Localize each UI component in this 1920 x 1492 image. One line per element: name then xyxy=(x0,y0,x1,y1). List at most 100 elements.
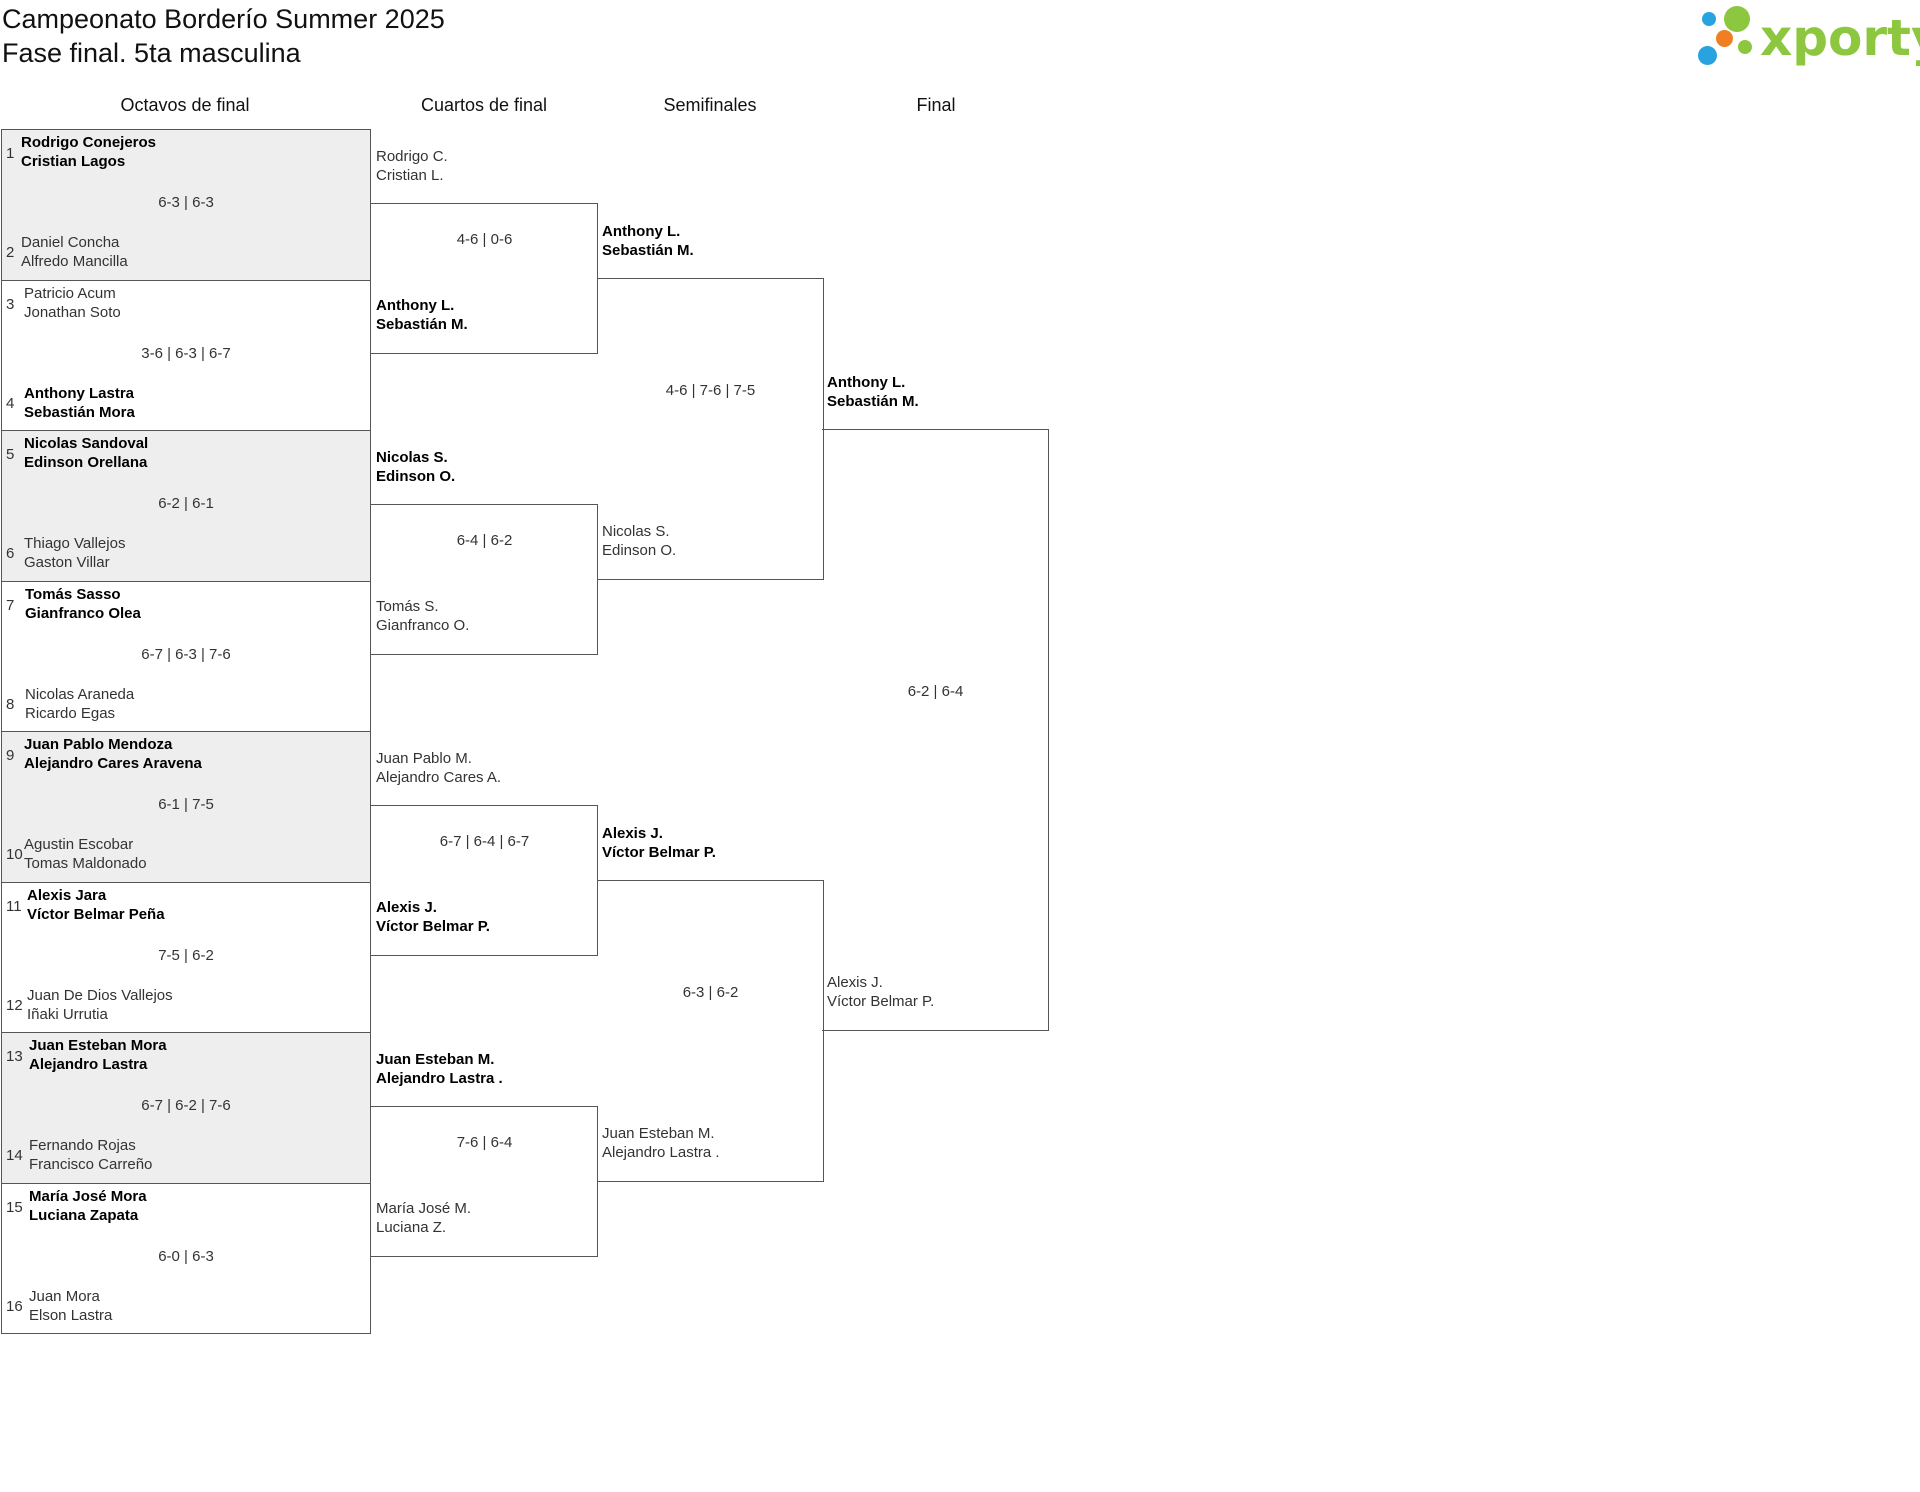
qf-team-top-player-2: Edinson O. xyxy=(376,468,456,485)
seed-number: 2 xyxy=(6,244,15,261)
sf-team-top-player-1: Anthony L. xyxy=(602,223,681,240)
qf-team-top-player-1: Juan Esteban M. xyxy=(376,1051,495,1068)
sf-score: 4-6 | 7-6 | 7-5 xyxy=(665,382,756,399)
r16-team-bottom-player-1: Daniel Concha xyxy=(21,234,120,251)
r16-match-box xyxy=(1,430,371,582)
r16-team-bottom-player-2: Francisco Carreño xyxy=(29,1156,153,1173)
r16-score: 6-3 | 6-3 xyxy=(158,194,214,211)
page-title: Campeonato Borderío Summer 2025 Fase fin… xyxy=(2,2,445,70)
r16-match-box xyxy=(1,731,371,883)
r16-score: 3-6 | 6-3 | 6-7 xyxy=(141,344,231,362)
r16-team-top-player-1: Nicolas Sandoval xyxy=(24,435,149,452)
sf-team-top-player-1: Alexis J. xyxy=(602,825,663,842)
sf-team-bottom-player-1: Juan Esteban M. xyxy=(602,1125,715,1142)
r16-team-top-player-2: Gianfranco Olea xyxy=(25,604,141,622)
seed-number: 14 xyxy=(6,1147,23,1164)
r16-score: 6-7 | 6-2 | 7-6 xyxy=(141,1097,231,1114)
qf-team-bottom-player-2: Víctor Belmar P. xyxy=(376,918,490,935)
qf-team-bottom-player-1: María José M. xyxy=(376,1200,472,1217)
seed-number: 9 xyxy=(6,747,15,764)
final-team-top-player-1: Anthony L. xyxy=(827,374,906,391)
sf-team-top-player-2: Víctor Belmar P. xyxy=(602,844,716,861)
qf-team-bottom-player-2: Luciana Z. xyxy=(376,1219,447,1236)
final-team-top: Anthony L. Sebastián M. xyxy=(827,373,919,411)
qf-score: 4-6 | 0-6 xyxy=(456,231,513,248)
seed-number: 8 xyxy=(6,695,15,713)
seed-number: 10 xyxy=(6,846,23,863)
qf-team-bottom-player-1: Anthony L. xyxy=(376,297,455,314)
xporty-logo: xporty xyxy=(1692,4,1920,68)
r16-team-bottom-player-1: Juan Mora xyxy=(29,1287,100,1305)
qf-team-top-player-1: Nicolas S. xyxy=(376,449,448,466)
sf-team-top: Anthony L. Sebastián M. xyxy=(602,222,694,260)
seed-number: 4 xyxy=(6,394,15,412)
r16-team-bottom-player-1: Juan De Dios Vallejos xyxy=(27,986,173,1004)
qf-team-bottom: Anthony L. Sebastián M. xyxy=(376,296,468,334)
logo-wordmark: xporty xyxy=(1760,9,1920,67)
r16-team-bottom-player-1: Agustin Escobar xyxy=(24,836,134,853)
r16-score: 6-7 | 6-3 | 7-6 xyxy=(141,645,231,663)
r16-team-bottom-player-2: Ricardo Egas xyxy=(25,704,116,722)
r16-team-bottom-player-1: Fernando Rojas xyxy=(29,1137,136,1154)
seed-number: 11 xyxy=(6,897,22,915)
sf-team-bottom: Juan Esteban M. Alejandro Lastra . xyxy=(602,1124,720,1162)
final-team-top-player-2: Sebastián M. xyxy=(827,393,919,410)
qf-team-top-player-1: Rodrigo C. xyxy=(376,148,448,165)
seed-number: 1 xyxy=(6,145,15,162)
seed-number: 13 xyxy=(6,1048,23,1065)
r16-team-top-player-2: Alejandro Lastra xyxy=(29,1056,148,1073)
qf-team-top: Juan Pablo M. Alejandro Cares A. xyxy=(376,749,501,787)
r16-team-bottom-player-2: Elson Lastra xyxy=(29,1306,113,1324)
qf-team-bottom: Alexis J.Víctor Belmar P. xyxy=(376,898,490,936)
seed-number: 16 xyxy=(6,1297,23,1315)
r16-team-top-player-2: Víctor Belmar Peña xyxy=(27,905,165,923)
qf-team-top-player-2: Alejandro Lastra . xyxy=(376,1070,503,1087)
sf-team-bottom: Nicolas S.Edinson O. xyxy=(602,522,676,560)
sf-team-top: Alexis J. Víctor Belmar P. xyxy=(602,824,716,862)
qf-team-top-player-2: Alejandro Cares A. xyxy=(376,769,502,786)
r16-team-bottom-player-2: Sebastián Mora xyxy=(24,403,135,421)
r16-team-bottom-player-2: Iñaki Urrutia xyxy=(27,1005,108,1023)
sf-team-top-player-2: Sebastián M. xyxy=(602,242,694,259)
r16-team-bottom-player-2: Gaston Villar xyxy=(24,554,110,571)
round-header-r16: Octavos de final xyxy=(120,95,250,115)
qf-team-top: Rodrigo C.Cristian L. xyxy=(376,147,448,185)
round-header-sf: Semifinales xyxy=(663,95,757,115)
qf-team-top-player-1: Juan Pablo M. xyxy=(376,750,472,767)
final-team-bottom-player-1: Alexis J. xyxy=(827,974,883,991)
qf-team-bottom: María José M. Luciana Z. xyxy=(376,1199,471,1237)
final-match-box xyxy=(822,429,1049,1031)
r16-team-top-player-1: Tomás Sasso xyxy=(25,585,121,603)
sf-team-bottom-player-2: Edinson O. xyxy=(602,542,677,559)
qf-team-bottom-player-2: Sebastián M. xyxy=(376,316,468,333)
qf-team-top: Juan Esteban M. Alejandro Lastra . xyxy=(376,1050,503,1088)
r16-score: 6-1 | 7-5 xyxy=(158,796,214,813)
r16-score: 6-0 | 6-3 xyxy=(158,1247,214,1265)
r16-team-bottom-player-1: Anthony Lastra xyxy=(24,384,135,402)
r16-team-top-player-2: Cristian Lagos xyxy=(21,153,126,170)
seed-number: 7 xyxy=(6,596,15,614)
r16-team-top-player-1: Patricio Acum xyxy=(24,284,116,302)
r16-team-top-player-2: Alejandro Cares Aravena xyxy=(24,755,202,772)
qf-score: 6-4 | 6-2 xyxy=(456,532,513,549)
seed-number: 5 xyxy=(6,446,15,463)
r16-team-top-player-2: Jonathan Soto xyxy=(24,303,121,321)
logo-dot-orange xyxy=(1716,30,1733,47)
seed-number: 6 xyxy=(6,545,15,562)
sf-team-bottom-player-2: Alejandro Lastra . xyxy=(602,1144,720,1161)
r16-team-bottom-player-1: Thiago Vallejos xyxy=(24,535,126,552)
qf-score: 6-7 | 6-4 | 6-7 xyxy=(439,833,530,850)
title-line-2: Fase final. 5ta masculina xyxy=(2,38,301,68)
final-team-bottom-player-2: Víctor Belmar P. xyxy=(827,993,935,1010)
r16-team-top-player-1: Rodrigo Conejeros xyxy=(21,134,157,151)
